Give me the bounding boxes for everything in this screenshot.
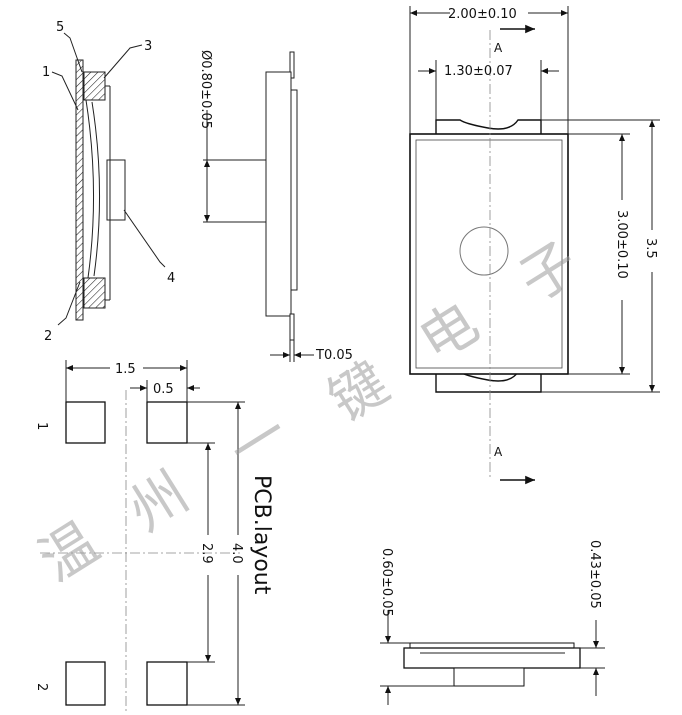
pin-diameter-label: Ø0.80±0.05 xyxy=(198,50,213,129)
watermark-char-1: 温 xyxy=(28,510,110,595)
pad-label-1: 1 xyxy=(34,422,49,430)
profile-body xyxy=(403,647,581,669)
callout-3: 3 xyxy=(144,39,152,54)
outer-length-label: 4.0 xyxy=(229,543,244,564)
span-label: 1.5 xyxy=(115,362,136,377)
pad-top-right xyxy=(146,401,188,444)
inner-width-label: 1.30±0.07 xyxy=(444,64,513,79)
callout-1: 1 xyxy=(42,65,50,80)
pad-top-left xyxy=(65,401,106,444)
top-tab xyxy=(435,119,542,136)
callout-4: 4 xyxy=(167,271,175,286)
pad-bottom-left xyxy=(65,661,106,706)
pcb-layout-title: PCB.layout xyxy=(249,475,274,595)
callout-5: 5 xyxy=(56,20,64,35)
width-label: 2.00±0.10 xyxy=(448,7,517,22)
actuator-block xyxy=(106,159,126,221)
pin-thickness-label: T0.05 xyxy=(315,348,353,363)
switch-body xyxy=(409,133,569,375)
section-mark-bottom: A xyxy=(494,445,503,459)
pad-width-label: 0.5 xyxy=(153,382,174,397)
pin-view: Ø0.80±0.05 T0.05 xyxy=(198,50,353,363)
watermark-char-2: 州 xyxy=(118,460,200,545)
inner-length-label: 2.9 xyxy=(199,543,214,564)
bottom-tab xyxy=(435,371,542,393)
body-thickness-label: 0.43±0.05 xyxy=(587,540,602,609)
total-thickness-label: 0.60±0.05 xyxy=(379,548,394,617)
section-mark-top: A xyxy=(494,41,503,55)
body-height-label: 3.00±0.10 xyxy=(614,210,629,279)
dome-curve xyxy=(85,99,95,279)
top-bump xyxy=(83,71,106,101)
base-plate xyxy=(75,59,84,321)
pin-body xyxy=(265,71,292,317)
watermark-char-3: 一 xyxy=(218,400,300,485)
pcb-layout: 1.5 0.5 4.0 2.9 PCB.layout 1 2 xyxy=(34,360,274,712)
callout-2: 2 xyxy=(44,329,52,344)
pad-bottom-right xyxy=(146,661,188,706)
total-height-label: 3.5 xyxy=(643,238,658,259)
bottom-side-view: 0.60±0.05 0.43±0.05 xyxy=(379,540,605,705)
pad-label-2: 2 xyxy=(34,683,49,691)
side-section-view: 5 3 1 4 2 xyxy=(42,20,175,344)
top-view: A A 2.00±0.10 1.30±0.07 3.00±0.10 3.5 xyxy=(409,6,660,485)
bottom-bump xyxy=(83,277,106,309)
actuator-circle xyxy=(459,226,509,276)
